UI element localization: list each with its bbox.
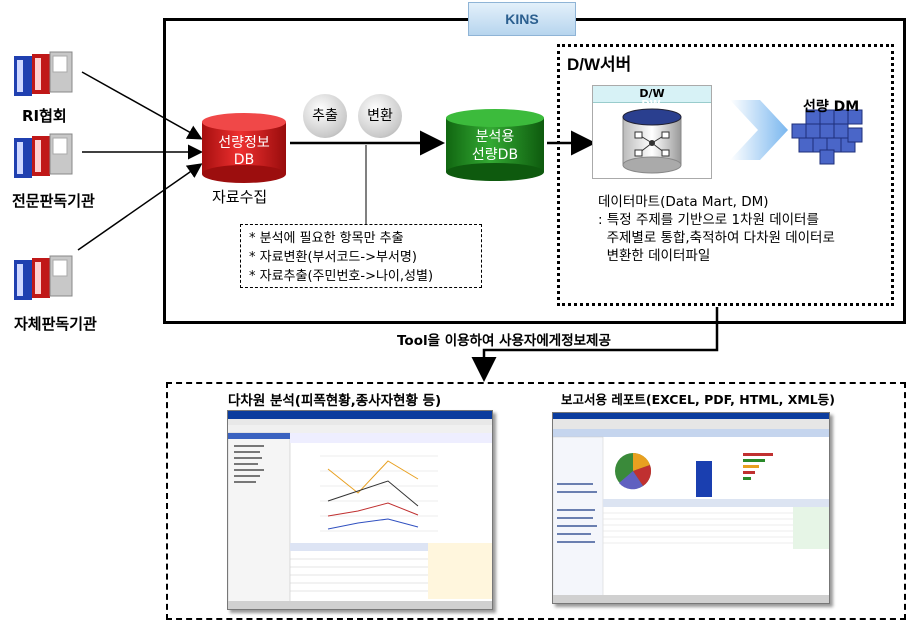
dose-dm-label: 선량 DM — [803, 99, 860, 115]
extract-step: 추출 — [303, 94, 347, 138]
chevron-right-icon — [730, 100, 788, 160]
data-mart-description: 데이터마트(Data Mart, DM) : 특정 주제를 기반으로 1차원 데… — [598, 193, 835, 265]
analysis-screenshot — [227, 410, 493, 610]
dose-info-db-label: 선량정보 DB — [218, 135, 270, 168]
transform-step: 변환 — [358, 94, 402, 138]
source-label: RI협회 — [22, 107, 67, 125]
dose-info-db-cylinder — [202, 113, 286, 183]
binder-icon — [12, 48, 78, 102]
dw-server-title: D/W서버 — [567, 55, 632, 74]
source-label: 전문판독기관 — [12, 192, 95, 210]
source-label: 자체판독기관 — [14, 315, 97, 333]
note-item: * 자료추출(주민번호->나이,성별) — [249, 269, 434, 284]
binder-icon — [12, 130, 78, 184]
kins-tab-label: KINS — [468, 2, 576, 36]
processing-notes: * 분석에 필요한 항목만 추출 * 자료변환(부서코드->부서명) * 자료추… — [240, 224, 482, 288]
dw-panel-header: D/W — [593, 86, 711, 103]
tool-caption: Tool을 이용하여 사용자에게정보제공 — [397, 333, 611, 349]
data-collection-caption: 자료수집 — [212, 188, 268, 206]
dw-panel: D/W — [592, 85, 712, 179]
data-mart-title: 데이터마트(Data Mart, DM) — [598, 194, 769, 210]
dw-cylinder-label: DW — [641, 99, 661, 110]
report-title: 보고서용 레포트(EXCEL, PDF, HTML, XML등) — [561, 392, 835, 407]
analysis-db-label: 분석용 선량DB — [471, 129, 519, 163]
data-mart-line: 주제별로 통합,축적하여 다차원 데이터로 — [598, 230, 835, 246]
analysis-db-cylinder — [446, 109, 544, 181]
note-item: * 자료변환(부서코드->부서명) — [249, 250, 417, 265]
output-tools-box — [166, 382, 906, 620]
data-mart-line: 변환한 데이터파일 — [598, 248, 711, 264]
report-screenshot — [552, 412, 830, 604]
cube-cluster-icon — [791, 109, 863, 165]
multidim-analysis-title: 다차원 분석(피폭현황,종사자현황 등) — [228, 393, 442, 409]
note-item: * 분석에 필요한 항목만 추출 — [249, 231, 404, 246]
dw-database-icon — [622, 108, 682, 174]
data-mart-line: : 특정 주제를 기반으로 1차원 데이터를 — [598, 212, 819, 228]
binder-icon — [12, 252, 78, 306]
dw-server-box — [557, 44, 894, 306]
